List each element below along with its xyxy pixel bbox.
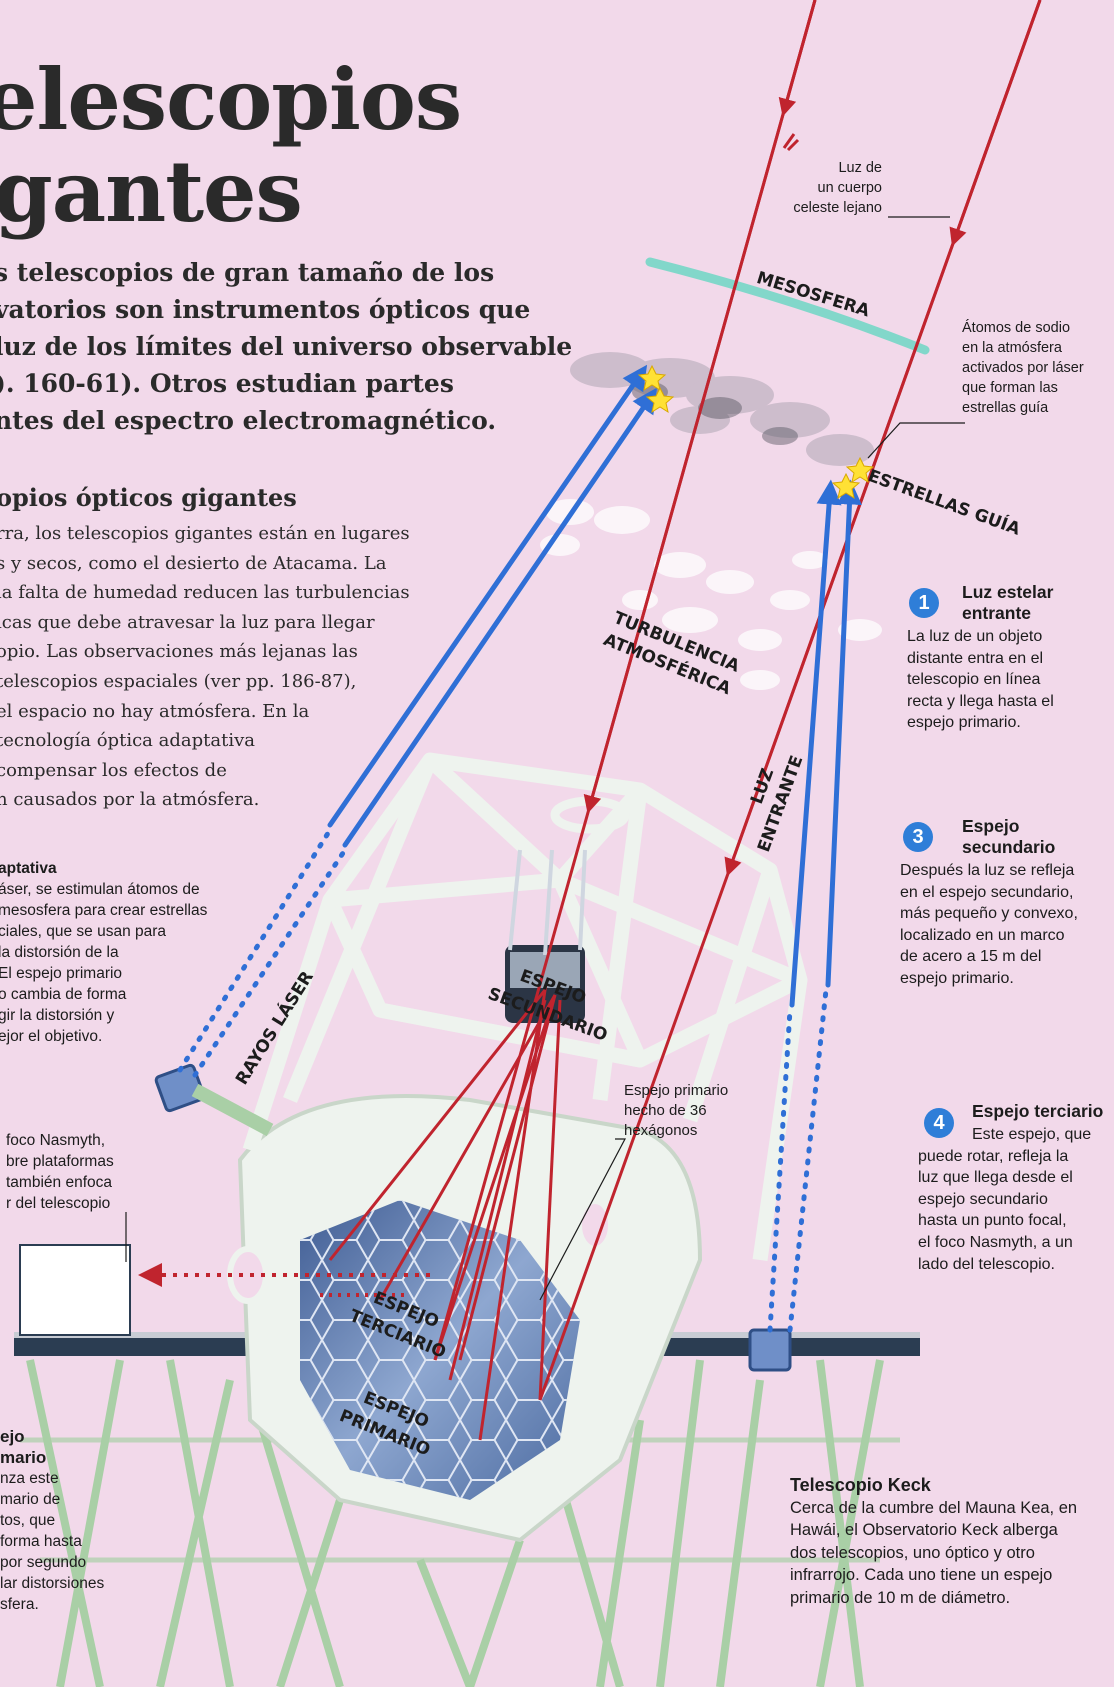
keck-caption: Telescopio Keck Cerca de la cumbre del M…: [790, 1475, 1078, 1607]
step-3-body: Después la luz se refleja en el espejo s…: [900, 862, 1078, 987]
step-4-title: Espejo terciario: [972, 1101, 1104, 1121]
guide-stars: [637, 364, 875, 500]
step-4-body: Este espejo, que puede rotar, refleja la…: [918, 1126, 1092, 1273]
section-body: rra, los telescopios gigantes están en l…: [0, 523, 410, 811]
distant-light-note: Luz de un cuerpo celeste lejano: [793, 160, 882, 216]
support-truss: [20, 1359, 900, 1687]
title-line-1: elescopios: [0, 50, 462, 149]
sodium-atoms-note: Átomos de sodio en la atmósfera activado…: [962, 320, 1084, 416]
step-4-badge: 4: [924, 1108, 954, 1138]
adaptive-optics-note: aptativa áser, se estimulan átomos de me…: [0, 860, 208, 1045]
laser-beams: [327, 364, 862, 1008]
hexagon-mirror-note: Espejo primario hecho de 36 hexágonos: [624, 1082, 729, 1139]
primary-mirror-note: ejo mario nza este mario de tos, que for…: [0, 1427, 105, 1613]
laser-units: [154, 1063, 792, 1372]
nasmyth-platform: [19, 1244, 131, 1336]
step-1-body: La luz de un objeto distante entra en el…: [907, 628, 1054, 732]
step-3-badge: 3: [903, 822, 933, 852]
nasmyth-note: foco Nasmyth, bre plataformas también en…: [6, 1132, 114, 1212]
sodium-atom-cloud: [570, 352, 874, 466]
mesosphere-band: [645, 257, 930, 355]
light-rays: [328, 0, 1042, 1441]
section-heading: opios ópticos gigantes: [0, 483, 297, 512]
intro-paragraph: s telescopios de gran tamaño de los vato…: [0, 258, 573, 435]
step-3-title: Espejo secundario: [962, 816, 1056, 857]
step-1-badge: 1: [909, 588, 939, 618]
title-line-2: gantes: [0, 142, 303, 241]
primary-mirror: [300, 1200, 580, 1500]
step-1-title: Luz estelar entrante: [962, 582, 1054, 623]
turbulence-clouds: [540, 499, 882, 690]
telescope-frame: [242, 752, 808, 1262]
